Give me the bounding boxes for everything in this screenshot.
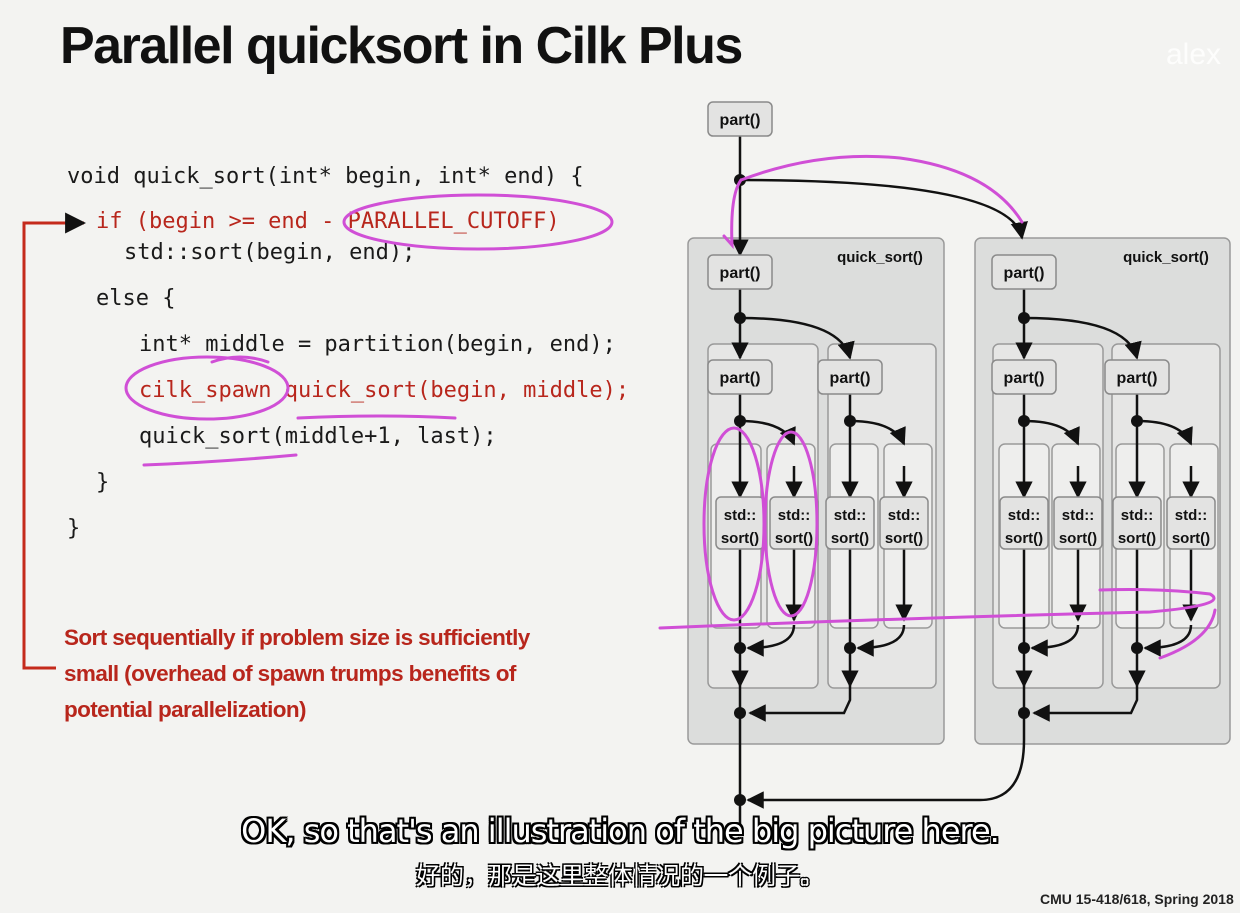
subtitle-chinese: 好的，那是这里整体情况的一个例子。 xyxy=(416,862,824,890)
code-line-partition: int* middle = partition(begin, end); xyxy=(139,332,616,357)
subtitle-english: OK, so that's an illustration of the big… xyxy=(241,812,1000,850)
leaf-right-r-2 xyxy=(1166,496,1216,550)
code-line-cilk-spawn: cilk_spawn quick_sort(begin, middle); xyxy=(139,378,630,403)
part-node-left-l xyxy=(707,359,773,395)
edge-right-l-spawn xyxy=(1023,419,1080,446)
leaf-right-l-1-line2: sort() xyxy=(1005,530,1043,547)
edge-left-spawn xyxy=(739,316,855,360)
edge-right-r-join xyxy=(1143,624,1193,657)
part-node-root xyxy=(707,101,773,137)
join-dot-right-l xyxy=(1018,642,1030,654)
edge-final-join xyxy=(746,713,1026,809)
leaf-right-r-1-line1: std:: xyxy=(1121,507,1154,524)
part-node-left-label: part() xyxy=(720,265,761,282)
course-footer: CMU 15-418/618, Spring 2018 xyxy=(1040,891,1234,907)
leaf-left-l-1-line1: std:: xyxy=(724,507,757,524)
code-line-close-function: } xyxy=(67,516,81,541)
join-dot-final xyxy=(734,794,746,806)
part-node-right-l xyxy=(991,359,1057,395)
leaf-left-r-1-line1: std:: xyxy=(834,507,867,524)
leaf-left-l-2-line1: std:: xyxy=(778,507,811,524)
part-node-left-l-label: part() xyxy=(720,370,761,387)
leaf-right-l-1-line1: std:: xyxy=(1008,507,1041,524)
leaf-right-r-2-line1: std:: xyxy=(1175,507,1208,524)
join-dot-left-l xyxy=(734,642,746,654)
code-line-close-else: } xyxy=(96,470,110,495)
leaf-right-r-1 xyxy=(1112,496,1162,550)
part-node-right-r xyxy=(1104,359,1170,395)
edge-right-spawn xyxy=(1023,316,1142,360)
leaf-right-l-2-line2: sort() xyxy=(1059,530,1097,547)
quick-sort-box-left-label: quick_sort() xyxy=(837,249,923,266)
quick-sort-box-right-label: quick_sort() xyxy=(1123,249,1209,266)
fork-dot-right xyxy=(1018,312,1030,324)
fork-dot-left-l xyxy=(734,415,746,427)
leaf-left-r-1 xyxy=(825,496,875,550)
fork-dot-left-r xyxy=(844,415,856,427)
part-node-left xyxy=(707,254,773,290)
watermark: alex xyxy=(1166,38,1222,71)
code-line-else: else { xyxy=(96,286,176,311)
pen-annotations xyxy=(124,154,1217,660)
part-node-right xyxy=(991,254,1057,290)
cutoff-bracket-arrow xyxy=(22,212,87,670)
edge-left-l-join xyxy=(746,624,796,657)
part-node-left-r xyxy=(817,359,883,395)
part-node-right-l-label: part() xyxy=(1004,370,1045,387)
edge-right-r-spawn xyxy=(1136,419,1193,446)
edge-right-join xyxy=(1032,686,1139,722)
leaf-left-r-1-line2: sort() xyxy=(831,530,869,547)
part-node-right-label: part() xyxy=(1004,265,1045,282)
slide-title: Parallel quicksort in Cilk Plus xyxy=(60,17,743,75)
leaf-right-l-2-line1: std:: xyxy=(1062,507,1095,524)
leaf-left-r-2-line2: sort() xyxy=(885,530,923,547)
part-node-right-r-label: part() xyxy=(1117,370,1158,387)
code-line-quick-sort: quick_sort(middle+1, last); xyxy=(139,424,497,449)
join-dot-left-r xyxy=(844,642,856,654)
fork-dot-right-r xyxy=(1131,415,1143,427)
leaf-left-l-2-line2: sort() xyxy=(775,530,813,547)
fork-dot-right-l xyxy=(1018,415,1030,427)
edge-root-spawn xyxy=(739,178,1028,240)
edge-left-join xyxy=(748,686,852,722)
edge-left-l-spawn xyxy=(739,419,796,446)
join-dot-right-r xyxy=(1131,642,1143,654)
leaf-right-r-1-line2: sort() xyxy=(1118,530,1156,547)
join-dot-left xyxy=(734,707,746,719)
code-line-if: if (begin >= end - PARALLEL_CUTOFF) xyxy=(96,209,560,234)
join-dot-right xyxy=(1018,707,1030,719)
code-line-signature: void quick_sort(int* begin, int* end) { xyxy=(67,164,584,189)
edge-left-r-join xyxy=(856,624,906,657)
part-node-root-label: part() xyxy=(720,112,761,129)
leaf-right-l-2 xyxy=(1053,496,1103,550)
leaf-left-r-2-line1: std:: xyxy=(888,507,921,524)
edge-left-r-spawn xyxy=(849,419,906,446)
part-node-left-r-label: part() xyxy=(830,370,871,387)
fork-dot-left xyxy=(734,312,746,324)
leaf-left-r-2 xyxy=(879,496,929,550)
leaf-left-l-1-line2: sort() xyxy=(721,530,759,547)
cutoff-note: Sort sequentially if problem size is suf… xyxy=(64,625,530,722)
edge-right-l-join xyxy=(1030,624,1080,657)
leaf-right-l-1 xyxy=(999,496,1049,550)
leaf-right-r-2-line2: sort() xyxy=(1172,530,1210,547)
